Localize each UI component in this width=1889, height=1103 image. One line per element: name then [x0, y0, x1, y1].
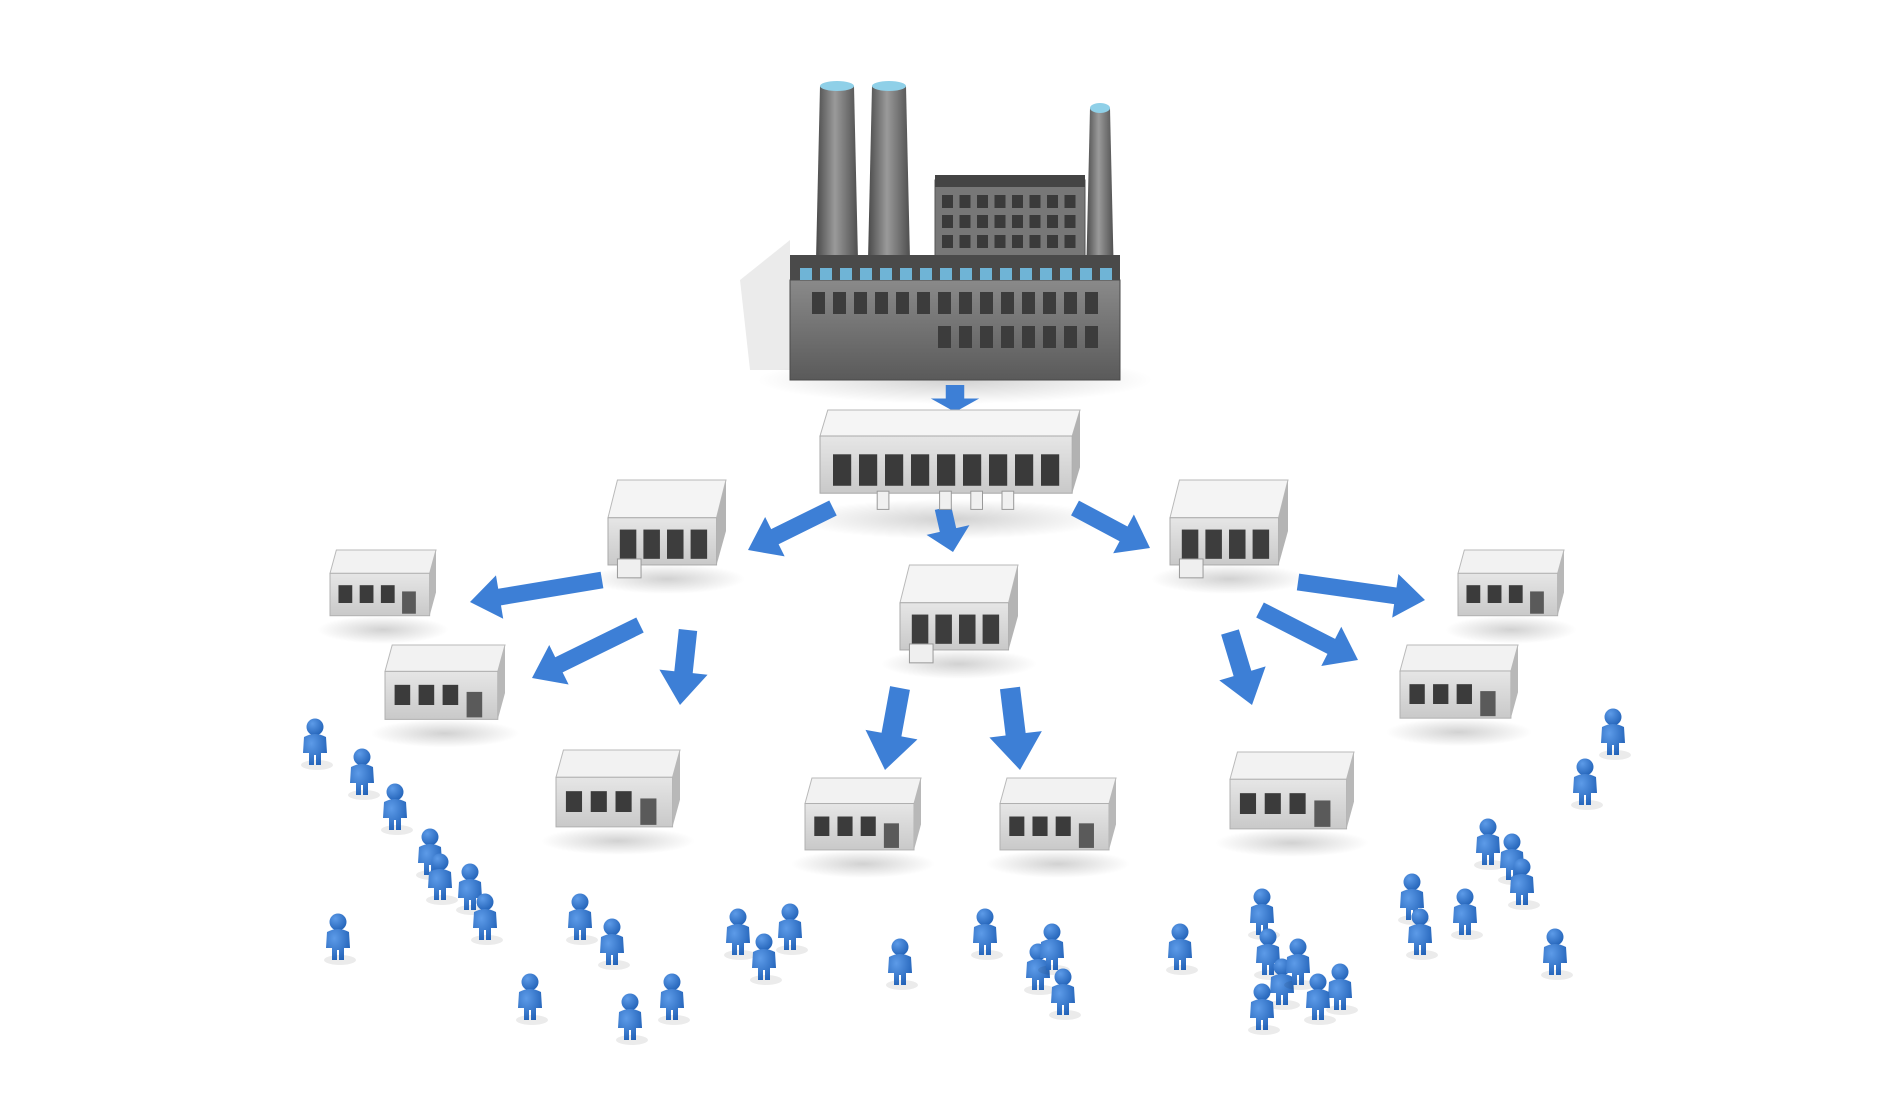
ground-shadow [791, 849, 935, 878]
person-icon [1326, 963, 1358, 1015]
person-icon [886, 938, 918, 990]
person-icon [658, 973, 690, 1025]
arrow-layer [469, 385, 1425, 771]
shadow-layer [317, 356, 1577, 878]
ground-shadow [541, 826, 695, 855]
person-icon [1474, 818, 1506, 870]
person-icon [750, 933, 782, 985]
distribution-center-icon [1169, 479, 1289, 579]
store-icon [329, 549, 437, 617]
person-icon [1451, 888, 1483, 940]
flow-arrow-central-warehouse-to-dc-right [1071, 500, 1151, 554]
factory-icon [740, 81, 1121, 381]
smokestack [816, 86, 858, 260]
customer-layer [301, 708, 1631, 1045]
distribution-center-icon [899, 564, 1019, 664]
flow-arrow-dc-right-to-store-8 [1296, 573, 1425, 618]
person-icon [426, 853, 458, 905]
flow-arrow-central-warehouse-to-dc-middle [926, 506, 970, 553]
central-warehouse-icon [819, 409, 1081, 510]
store-icon [804, 777, 922, 851]
flow-arrow-dc-right-to-store-6 [1219, 629, 1266, 705]
store-icon [1399, 644, 1519, 719]
person-icon [1284, 938, 1316, 990]
person-icon [971, 908, 1003, 960]
ground-shadow [589, 563, 745, 594]
person-icon [1038, 923, 1070, 975]
person-icon [516, 973, 548, 1025]
flow-arrow-dc-right-to-store-7 [1256, 602, 1358, 666]
person-icon [1304, 973, 1336, 1025]
person-icon [324, 913, 356, 965]
ground-shadow [1151, 563, 1307, 594]
ground-shadow [1445, 615, 1577, 644]
flow-arrow-central-warehouse-to-dc-left [748, 500, 837, 557]
ground-shadow [317, 615, 449, 644]
flow-arrow-dc-middle-to-store-4 [865, 686, 918, 771]
flow-arrow-dc-left-to-store-2 [531, 617, 644, 685]
person-icon [1541, 928, 1573, 980]
store-icon [999, 777, 1117, 851]
person-icon [1049, 968, 1081, 1020]
person-icon [566, 893, 598, 945]
smokestack [868, 86, 910, 260]
store-icon [384, 644, 506, 720]
ground-shadow [986, 849, 1130, 878]
person-icon [1508, 858, 1540, 910]
flow-arrow-dc-middle-to-store-5 [989, 686, 1042, 770]
person-icon [456, 863, 488, 915]
ground-shadow [370, 719, 520, 748]
person-icon [1406, 908, 1438, 960]
building-layer [329, 81, 1565, 851]
person-icon [1571, 758, 1603, 810]
person-icon [1166, 923, 1198, 975]
person-icon [471, 893, 503, 945]
ground-shadow [881, 648, 1037, 679]
store-icon [555, 749, 681, 828]
person-icon [776, 903, 808, 955]
person-icon [301, 718, 333, 770]
flow-arrow-factory-to-central-warehouse [930, 385, 980, 412]
store-icon [1229, 751, 1355, 830]
flow-arrow-dc-left-to-store-3 [659, 629, 708, 706]
person-icon [348, 748, 380, 800]
distribution-center-icon [607, 479, 727, 579]
person-icon [616, 993, 648, 1045]
person-icon [598, 918, 630, 970]
ground-shadow [1215, 828, 1369, 857]
flow-arrow-dc-left-to-store-1 [469, 571, 604, 619]
ground-shadow [1385, 718, 1533, 747]
store-icon [1457, 549, 1565, 617]
smokestack [1086, 108, 1114, 282]
person-icon [1248, 983, 1280, 1035]
person-icon [381, 783, 413, 835]
person-icon [1599, 708, 1631, 760]
person-icon [724, 908, 756, 960]
